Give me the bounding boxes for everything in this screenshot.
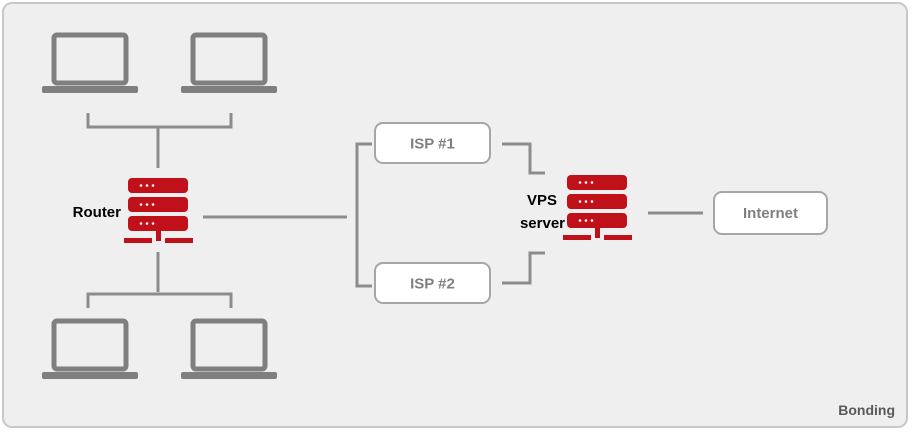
laptop-icon [42,321,138,379]
isp2-box: ISP #2 [374,262,491,304]
router-label: Router [73,204,121,221]
isp2-to-vps-line [502,251,545,285]
laptop-icon [181,321,277,379]
top-laptops-bracket [86,113,233,129]
internet-box: Internet [713,191,828,235]
bottom-laptops-bracket [86,292,233,308]
vps-label-line1: VPS [527,192,557,209]
laptop-icon [42,35,138,93]
isp1-to-vps-line [502,142,545,175]
isp1-label: ISP #1 [410,136,455,153]
isp2-label: ISP #2 [410,276,455,293]
internet-label: Internet [743,205,798,222]
isp-split-bracket [355,142,372,288]
laptop-icon [181,35,277,93]
router-server-icon [124,178,193,243]
vps-server-icon [563,175,632,240]
isp1-box: ISP #1 [374,122,491,164]
connector-lines [86,113,703,308]
mode-label: Bonding [838,402,895,418]
vps-label-line2: server [520,215,565,232]
